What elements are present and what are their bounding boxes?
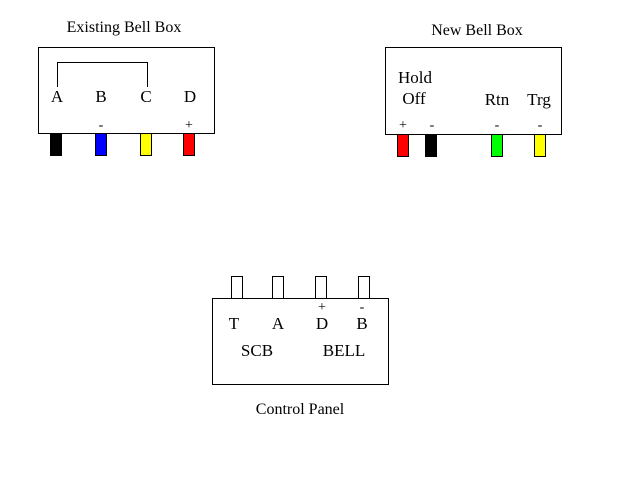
control-panel: + - T A D B SCB BELL Control Panel [212,276,389,418]
terminal-d-post [315,276,327,299]
control-panel-title: Control Panel [256,401,345,418]
wire-yellow [534,134,546,157]
trg-sign: - [538,118,543,133]
existing-box-outline [38,47,215,134]
terminal-b-sign: - [99,118,104,133]
terminal-d-sign: + [185,118,193,133]
wire-yellow [140,133,152,156]
new-bell-box-title: New Bell Box [431,22,523,39]
new-bell-box: New Bell Box Hold Off Rtn Trg + - - - [385,22,562,157]
a-c-link-wire [57,62,148,87]
terminal-d-label: D [184,87,196,106]
hold-off-label-line2: Off [402,89,426,108]
wire-red [183,133,195,156]
terminal-a-label: A [51,87,64,106]
wire-red [397,134,409,157]
terminal-b-label: B [356,314,367,333]
trg-label: Trg [527,90,551,109]
rtn-label: Rtn [485,90,510,109]
hold-off-plus-sign: + [399,118,407,133]
hold-off-label-line1: Hold [398,68,433,87]
wire-black [50,133,62,156]
scb-group-label: SCB [241,341,273,360]
rtn-sign: - [495,118,500,133]
hold-off-minus-sign: - [430,118,435,133]
terminal-b-post [358,276,370,299]
terminal-d-sign: + [318,300,326,315]
terminal-c-label: C [140,87,151,106]
terminal-d-label: D [316,314,328,333]
control-panel-outline [212,298,389,385]
wire-blue [95,133,107,156]
existing-bell-box-title: Existing Bell Box [67,19,182,36]
terminal-t-post [231,276,243,299]
wire-green [491,134,503,157]
terminal-a-label: A [272,314,285,333]
terminal-t-label: T [229,314,240,333]
terminal-a-post [272,276,284,299]
wire-black [425,134,437,157]
new-box-outline [385,47,562,135]
terminal-b-label: B [95,87,106,106]
bell-group-label: BELL [323,341,366,360]
existing-bell-box: Existing Bell Box A B C D - + [38,19,215,156]
terminal-b-sign: - [360,300,365,315]
